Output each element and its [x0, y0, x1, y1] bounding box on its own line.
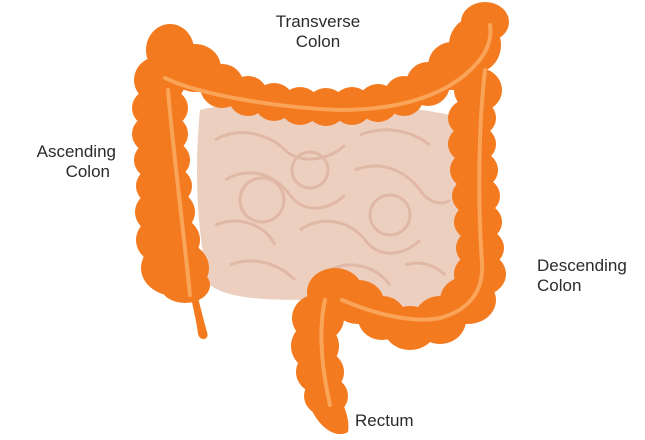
transverse-colon-label: Transverse Colon	[263, 12, 373, 52]
descending-colon-label: Descending Colon	[537, 256, 642, 296]
ascending-colon-label: Ascending Colon	[8, 142, 116, 182]
rectum-label: Rectum	[355, 411, 445, 431]
